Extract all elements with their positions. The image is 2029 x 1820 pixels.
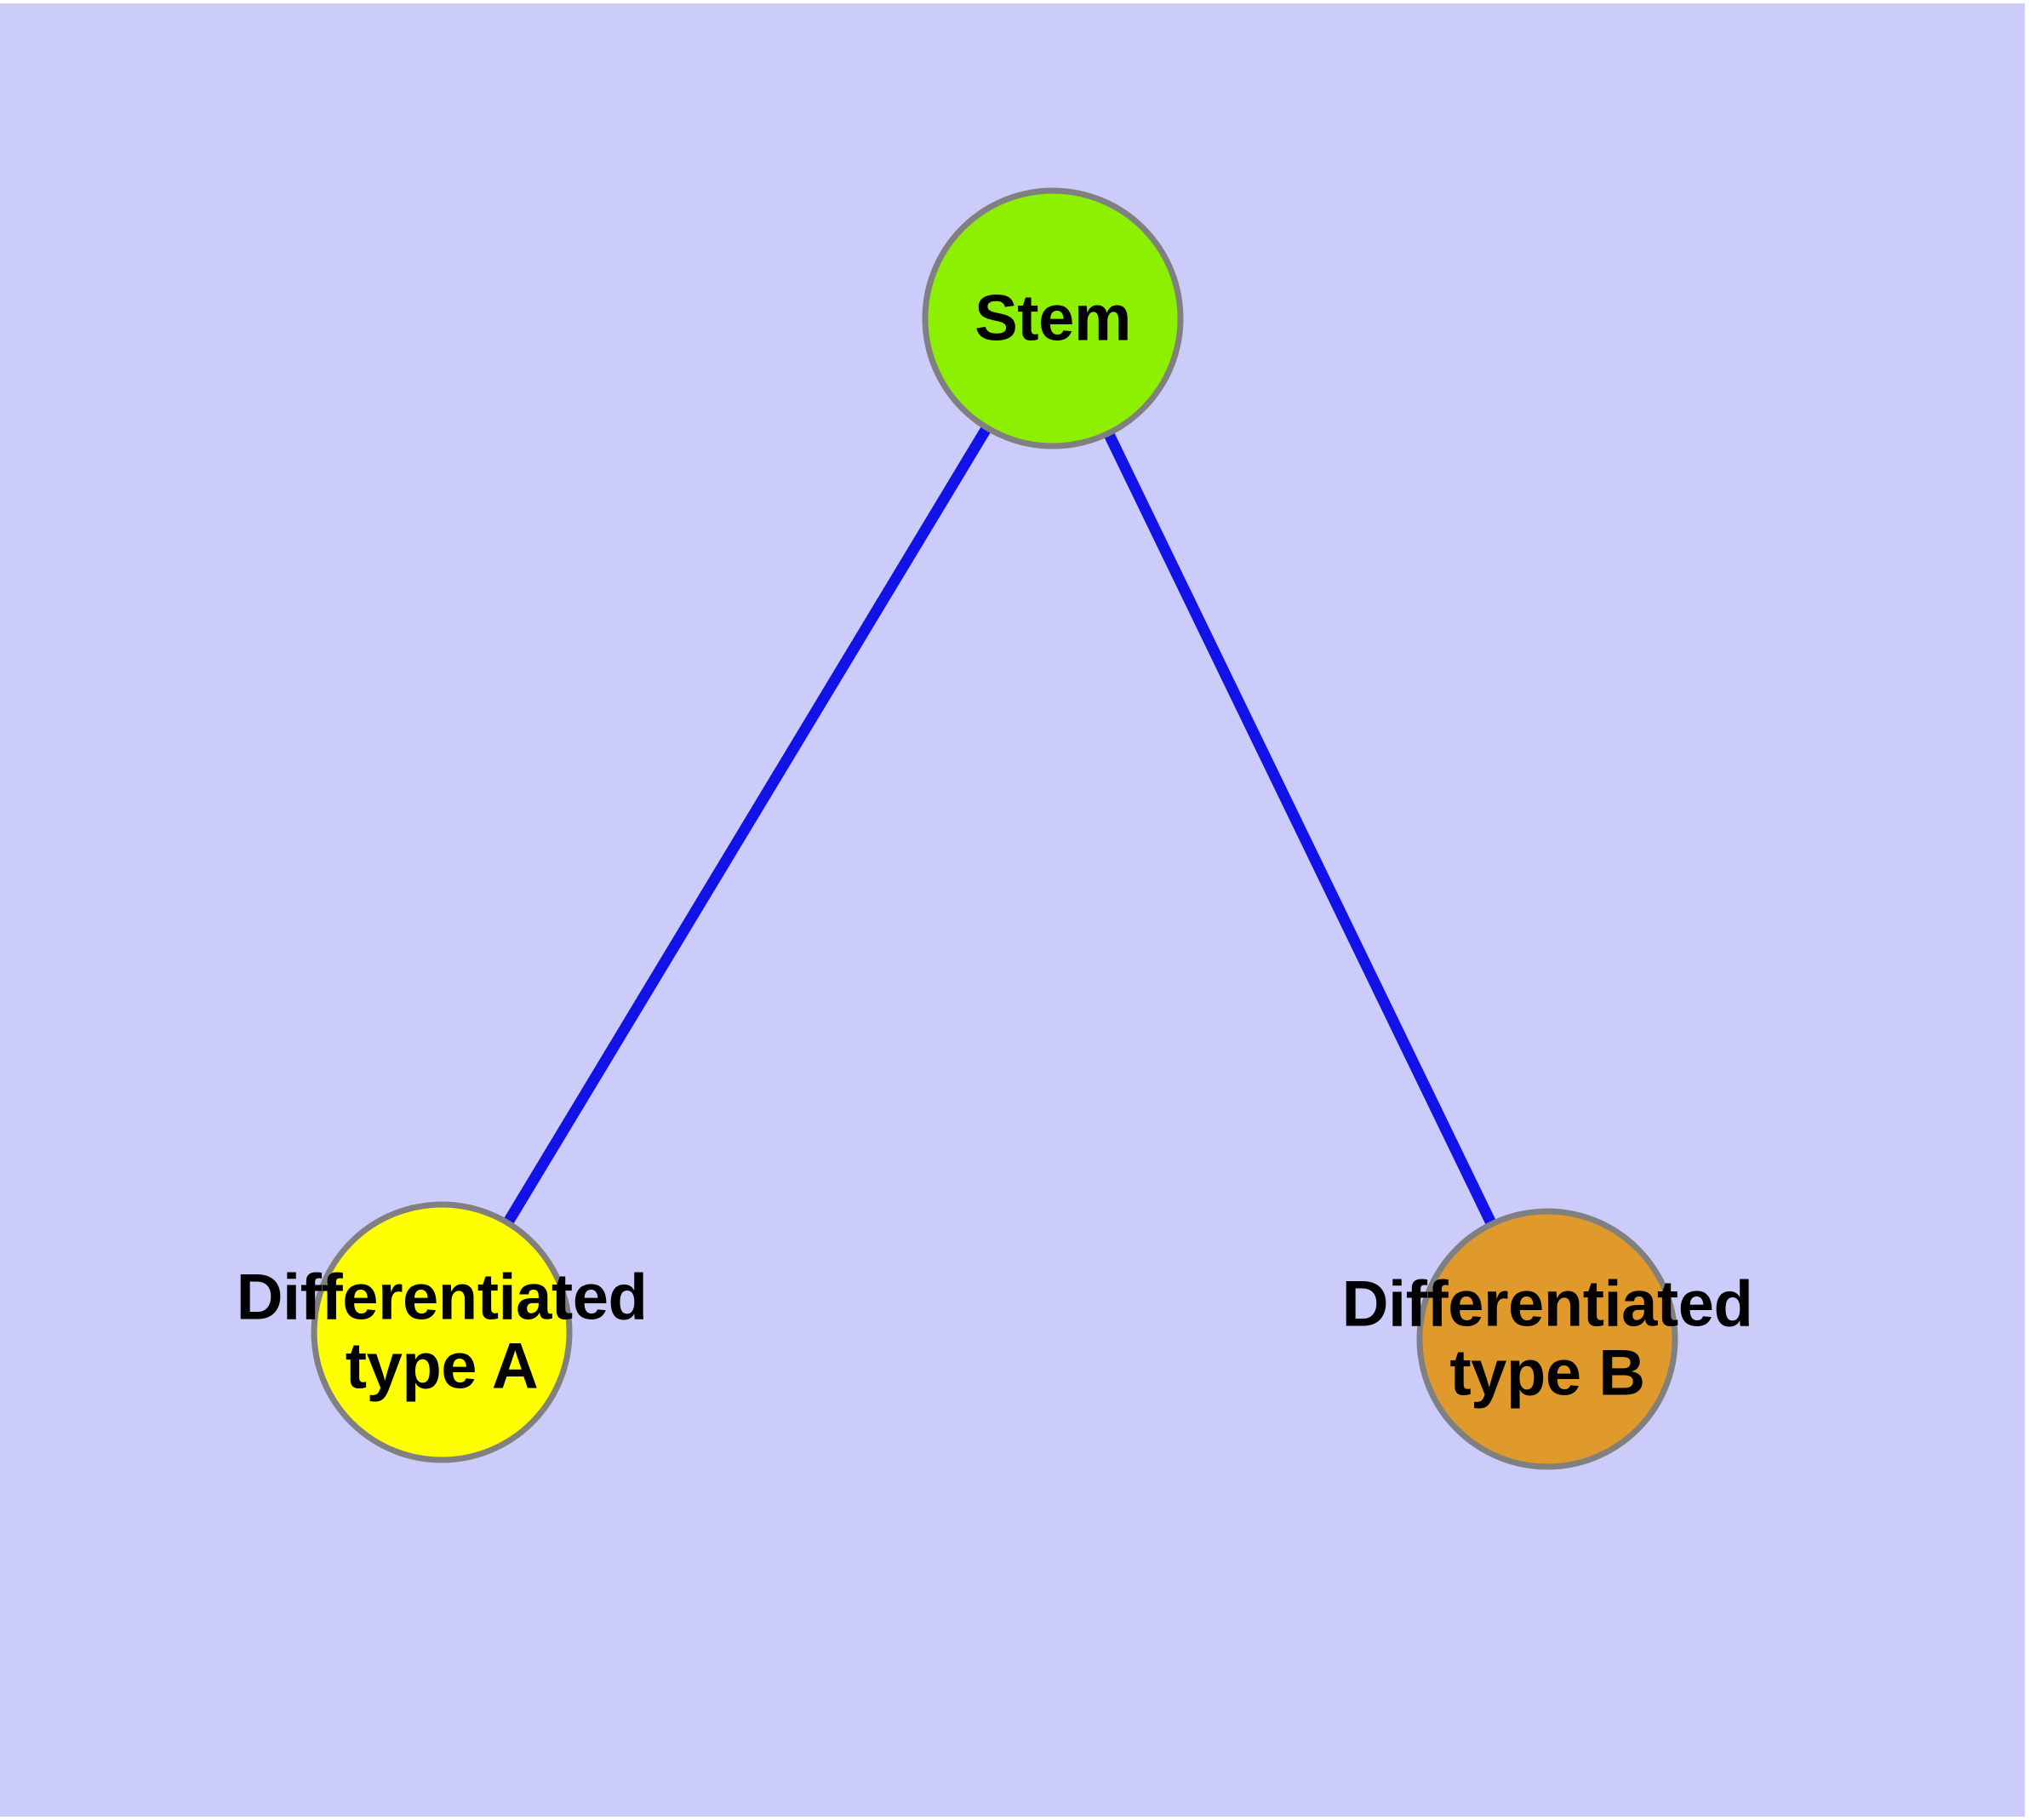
graph-node-stem[interactable] bbox=[922, 187, 1184, 449]
graph-edge-stem-to-diff-b bbox=[1103, 432, 1497, 1226]
node-layer bbox=[311, 187, 1678, 1470]
graph-node-diff_a[interactable] bbox=[311, 1201, 573, 1463]
edge-layer bbox=[503, 425, 1497, 1226]
graph-node-diff_b[interactable] bbox=[1416, 1208, 1678, 1470]
graph-edge-stem-to-diff-a bbox=[503, 425, 992, 1226]
